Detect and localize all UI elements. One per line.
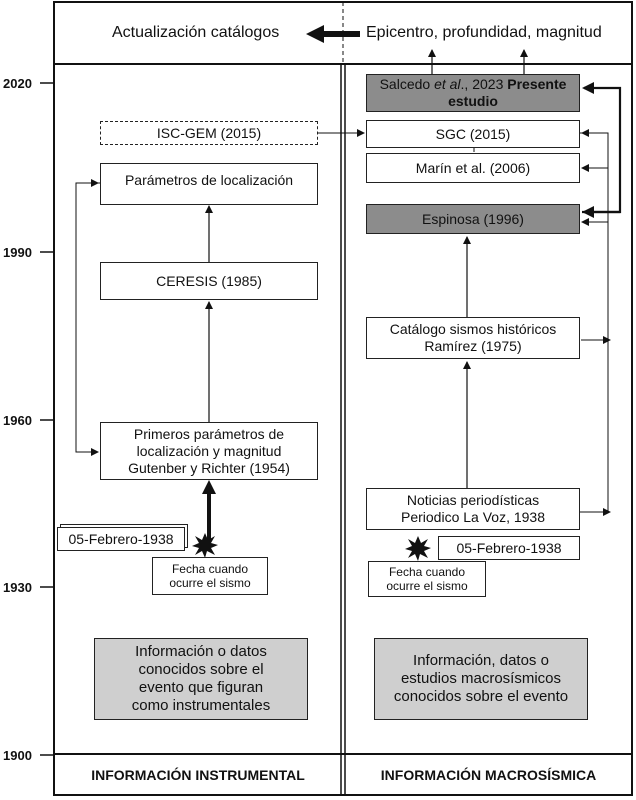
catalogo-box: Catálogo sismos históricos Ramírez (1975… [366,317,580,359]
marin-box: Marín et al. (2006) [366,153,580,183]
earthquake-burst-icon-right [405,536,431,561]
date-box-left: 05-Febrero-1938 [57,527,185,551]
y-tick-1930: 1930 [3,580,32,595]
y-tick-2020: 2020 [3,76,32,91]
primeros-box: Primeros parámetros de localización y ma… [100,422,318,480]
sgc-box: SGC (2015) [366,120,580,148]
header-right-title: Epicentro, profundidad, magnitud [366,24,602,41]
parametros-box: Parámetros de localización [100,163,318,205]
y-tick-1960: 1960 [3,413,32,428]
footer-instrumental: INFORMACIÓN INSTRUMENTAL [91,767,305,783]
espinosa-box: Espinosa (1996) [366,204,580,234]
fecha-caption-right: Fecha cuando ocurre el sismo [368,561,486,597]
legend-macrosismica: Información, datos o estudios macrosísmi… [374,638,588,720]
salcedo-box: Salcedo et al., 2023 Presente estudio [366,74,580,112]
noticias-box: Noticias periodísticas Periodico La Voz,… [366,488,580,530]
header-left-title: Actualización catálogos [112,24,280,41]
isc-gem-box: ISC-GEM (2015) [100,121,318,145]
earthquake-burst-icon-left [192,533,218,558]
y-tick-1990: 1990 [3,245,32,260]
y-tick-1900: 1900 [3,748,32,763]
footer-macrosismica: INFORMACIÓN MACROSÍSMICA [380,767,597,783]
ceresis-box: CERESIS (1985) [100,262,318,300]
legend-instrumental: Información o datos conocidos sobre el e… [94,638,308,720]
fecha-caption-left: Fecha cuando ocurre el sismo [152,557,268,595]
main-frame [53,63,633,796]
date-box-right: 05-Febrero-1938 [438,536,580,560]
